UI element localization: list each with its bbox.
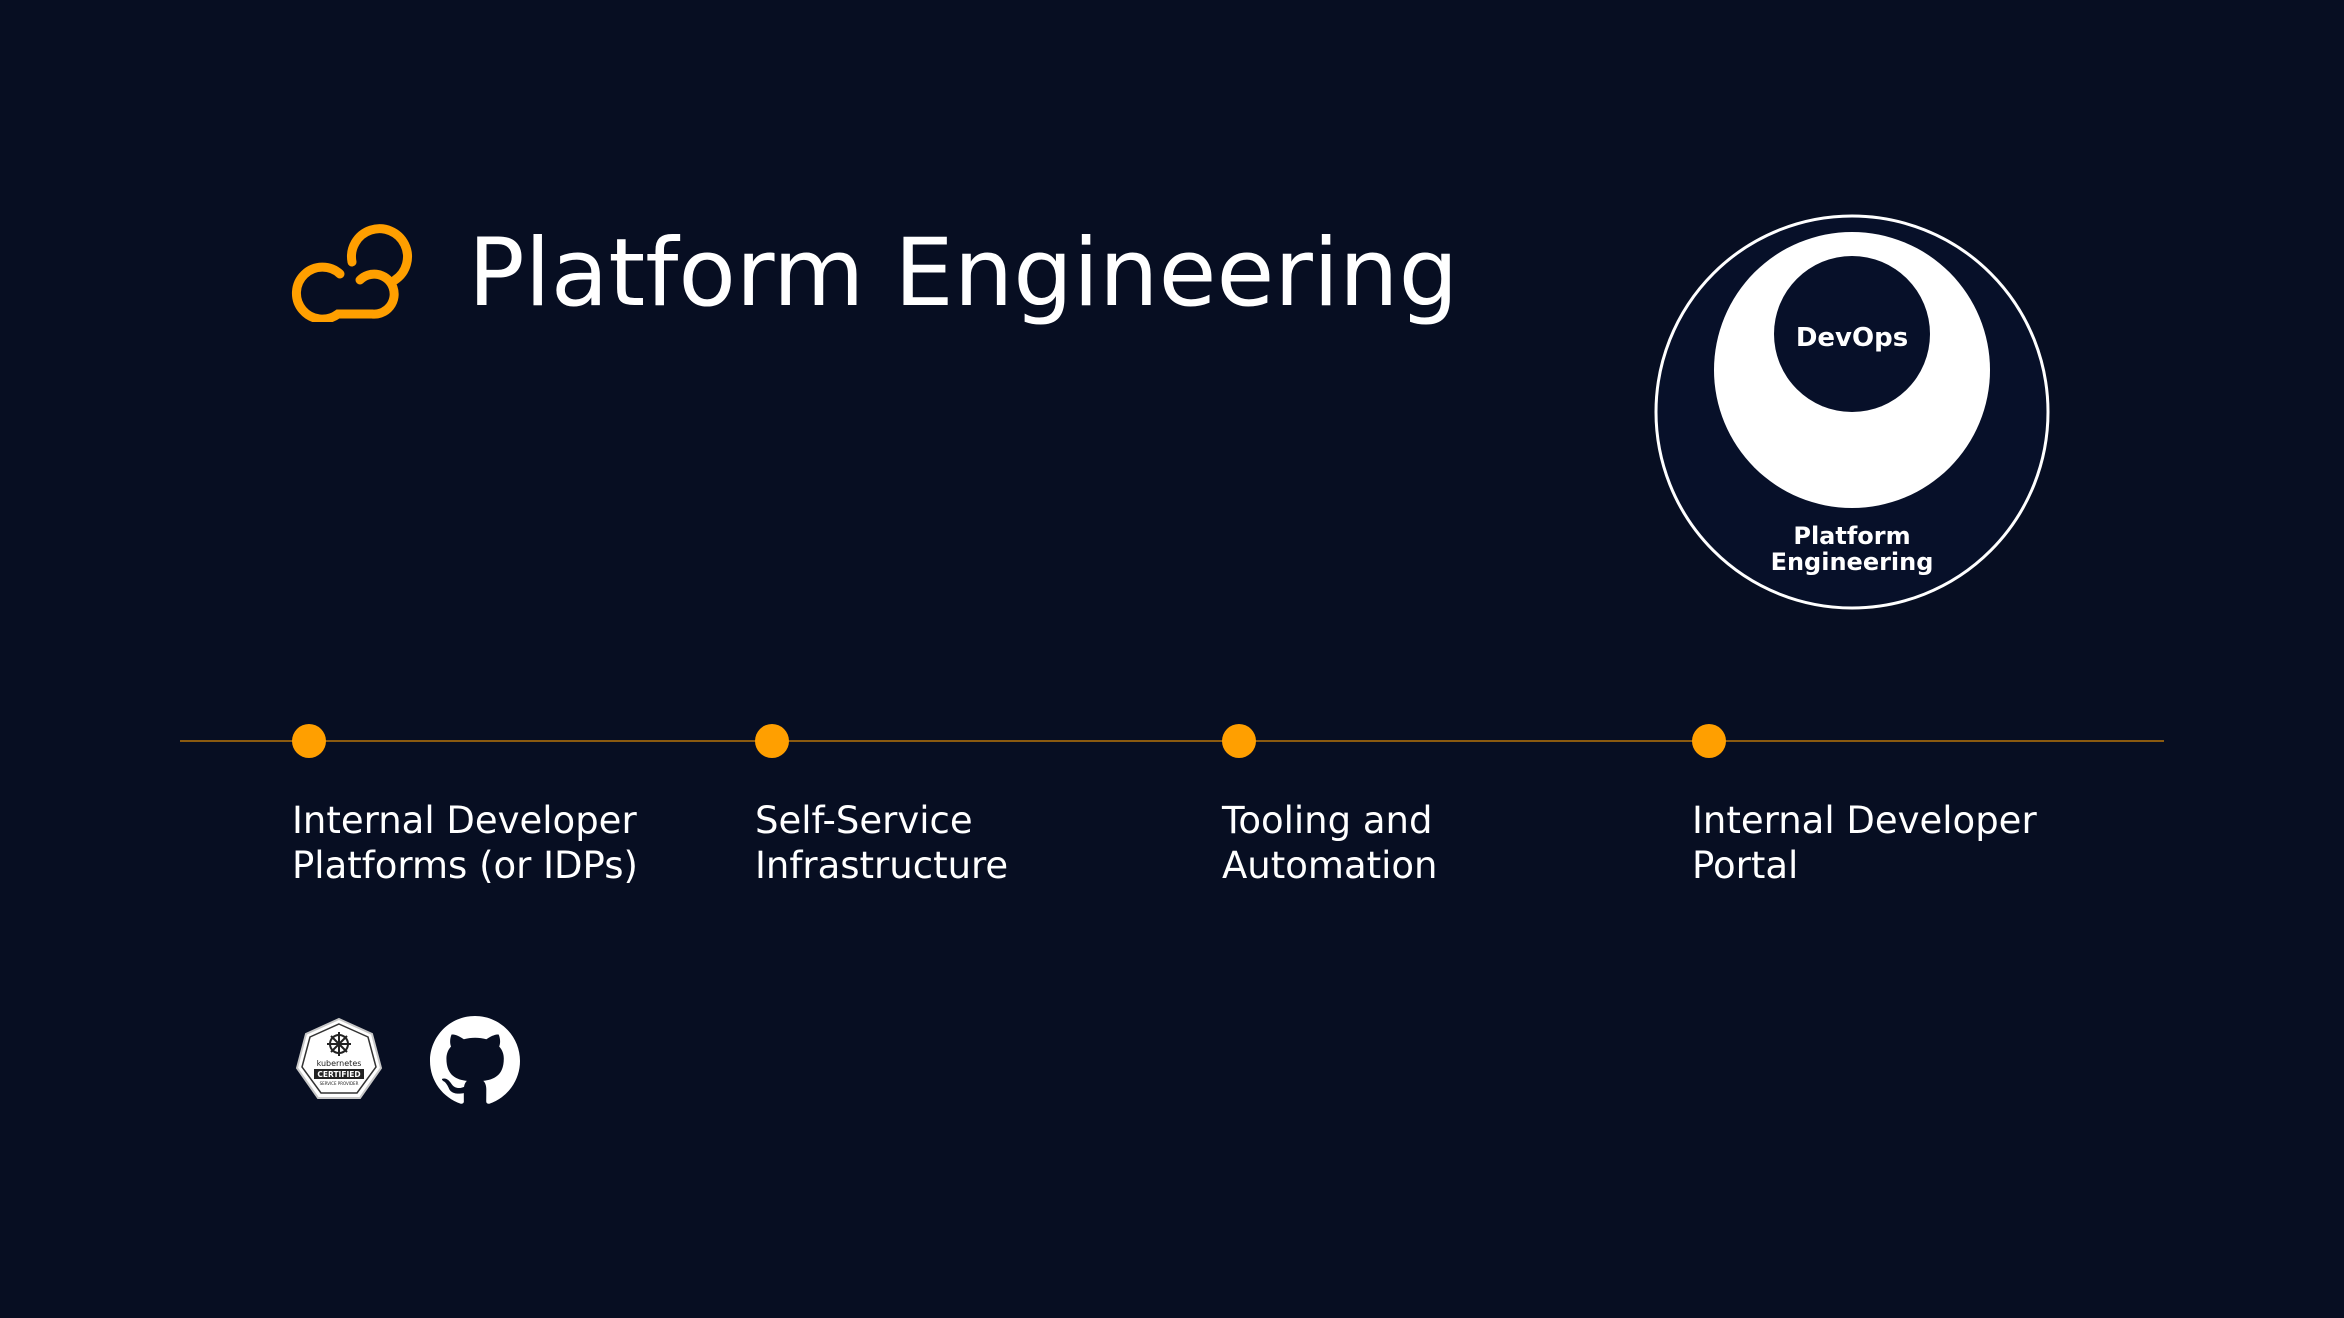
github-icon xyxy=(430,1016,520,1104)
timeline-step-1-line2: Platforms (or IDPs) xyxy=(292,844,638,887)
timeline-step-1: Internal Developer Platforms (or IDPs) xyxy=(292,798,638,888)
timeline-step-4: Internal Developer Portal xyxy=(1692,798,2037,888)
cloud-infinity-icon xyxy=(291,224,412,322)
page-title: Platform Engineering xyxy=(468,219,1459,328)
venn-outer-label-line2: Engineering xyxy=(1771,548,1934,576)
kubernetes-badge-text-mid: CERTIFIED xyxy=(317,1070,360,1079)
timeline-step-2-line2: Infrastructure xyxy=(755,844,1009,887)
timeline-step-4-line2: Portal xyxy=(1692,844,1799,887)
devops-platform-venn-diagram: DevOps Platform Engineering xyxy=(1654,214,2050,610)
kubernetes-badge-text-bottom: SERVICE PROVIDER xyxy=(320,1081,359,1086)
kubernetes-badge-text-top: kubernetes xyxy=(317,1059,362,1068)
timeline-step-3: Tooling and Automation xyxy=(1222,798,1438,888)
timeline-step-1-line1: Internal Developer xyxy=(292,799,637,842)
timeline-dot-2 xyxy=(755,724,789,758)
timeline-step-3-line1: Tooling and xyxy=(1222,799,1433,842)
venn-inner-label: DevOps xyxy=(1796,323,1908,353)
timeline-line xyxy=(180,740,2164,742)
timeline-dot-1 xyxy=(292,724,326,758)
kubernetes-certified-badge-icon: kubernetes CERTIFIED SERVICE PROVIDER xyxy=(295,1017,383,1099)
timeline-step-3-line2: Automation xyxy=(1222,844,1438,887)
kubernetes-helm-icon xyxy=(327,1032,351,1056)
timeline-dot-3 xyxy=(1222,724,1256,758)
inner-circle xyxy=(1774,256,1930,412)
venn-outer-label-line1: Platform xyxy=(1793,522,1910,550)
timeline-step-4-line1: Internal Developer xyxy=(1692,799,2037,842)
timeline-step-2: Self-Service Infrastructure xyxy=(755,798,1008,888)
timeline-step-2-line1: Self-Service xyxy=(755,799,973,842)
timeline-dot-4 xyxy=(1692,724,1726,758)
